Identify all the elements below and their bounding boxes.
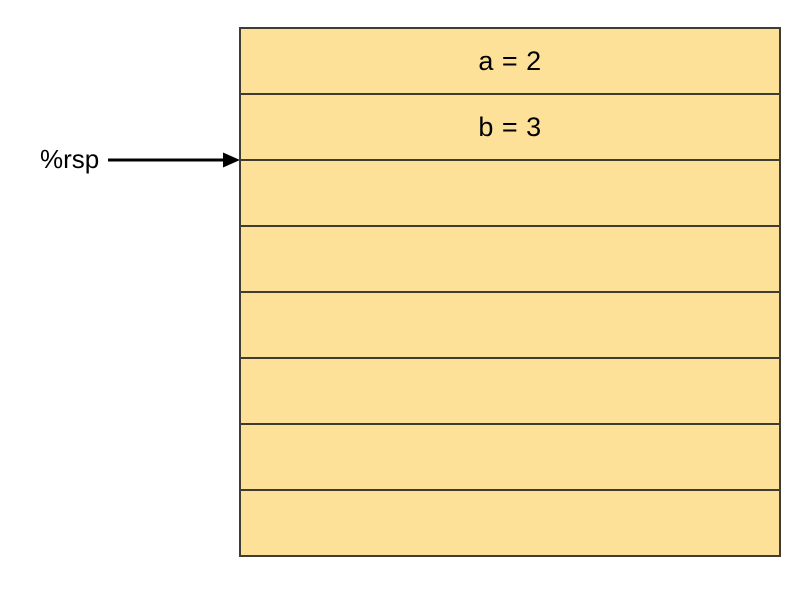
- stack-cell-7: [241, 425, 779, 491]
- stack-cell-6: [241, 359, 779, 425]
- stack-cell-2: b = 3: [241, 95, 779, 161]
- stack-cell-1: a = 2: [241, 29, 779, 95]
- stack-cell-1-label: a = 2: [478, 45, 542, 76]
- stack-cell-3: [241, 161, 779, 227]
- stack-frame: a = 2 b = 3: [239, 27, 781, 557]
- stack-cell-4: [241, 227, 779, 293]
- stack-cell-8: [241, 491, 779, 555]
- rsp-arrow-icon: [108, 152, 240, 168]
- rsp-pointer-label: %rsp: [40, 144, 100, 174]
- stack-cell-2-label: b = 3: [478, 111, 542, 142]
- stack-cell-5: [241, 293, 779, 359]
